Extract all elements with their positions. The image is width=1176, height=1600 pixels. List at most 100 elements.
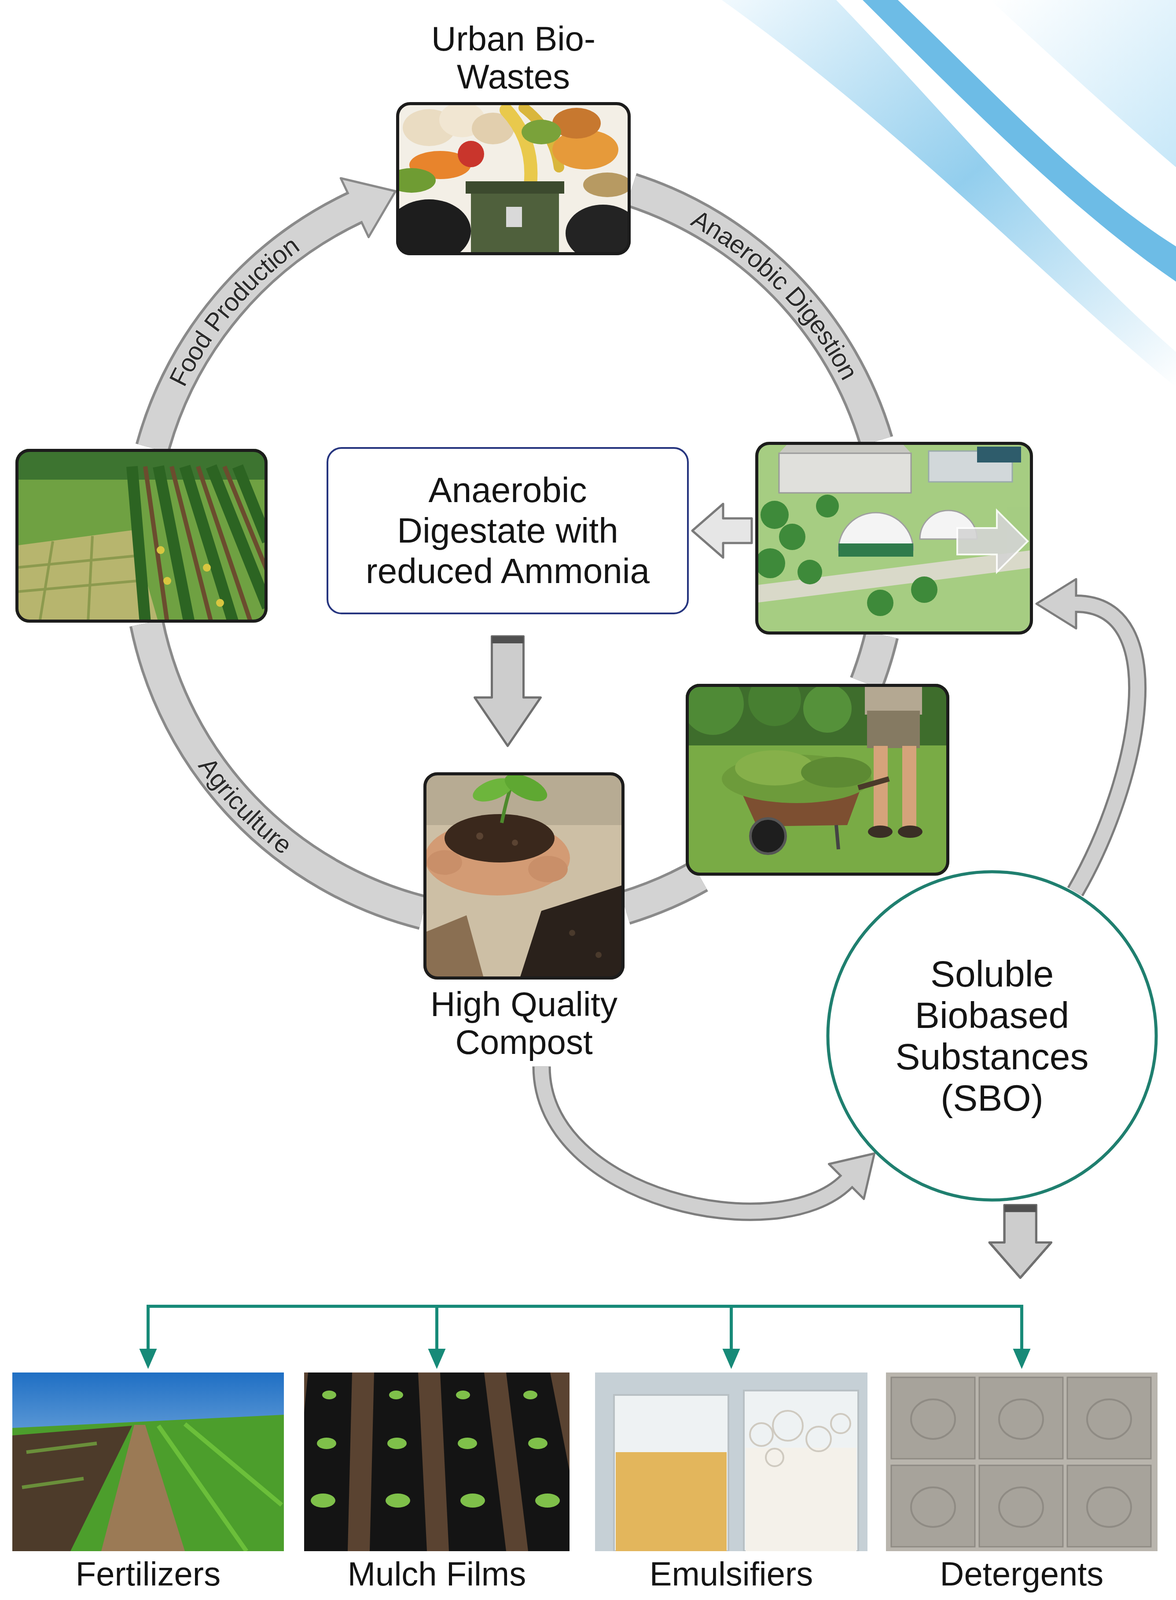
branch-drop (1020, 1306, 1024, 1353)
ring-band-edge (624, 876, 700, 908)
bio-waste-photo-part (583, 172, 631, 198)
garden-waste-photo-part (801, 757, 872, 788)
detergent-test-photo-part (1087, 1487, 1132, 1528)
mulch-film-photo-part (457, 1437, 478, 1450)
compost-photo-part (426, 850, 463, 875)
connector (722, 1205, 1052, 1370)
mulch-film-photo-part (460, 1493, 486, 1508)
image-heading: Urban Bio-Wastes (396, 20, 631, 96)
biogas-plant-illustration-part (779, 523, 806, 551)
ring-band-edge (146, 623, 423, 913)
emulsifier-photo-part (615, 1452, 727, 1552)
corner-swoosh-part (862, 0, 1176, 282)
branch-arrowhead (1013, 1348, 1031, 1370)
mulch-film-photo-part (387, 1437, 407, 1450)
crop-field-photo-part (145, 466, 268, 623)
mulch-film-photo-part (455, 1390, 471, 1400)
photo-area (595, 1372, 868, 1552)
image-box (755, 441, 1033, 635)
ring-band (866, 634, 882, 684)
product-tile: Mulch Films (304, 1372, 570, 1593)
bio-waste-photo-part (465, 181, 565, 194)
curved-arrow (541, 1066, 849, 1213)
garden-waste-photo-part (748, 683, 802, 727)
result-circle: Soluble Biobased Substances (SBO) (825, 869, 1159, 1203)
emulsifier-photo-part (830, 1414, 851, 1434)
bio-waste-photo-part (396, 199, 471, 256)
connector (541, 1066, 875, 1213)
crop-field-photo (15, 448, 268, 623)
detergent-test-photo-part (1087, 1399, 1132, 1440)
biogas-plant-illustration-part (838, 543, 914, 557)
compost-photo-part (595, 951, 602, 959)
connector (428, 1205, 1052, 1370)
garden-waste-photo (685, 683, 950, 876)
biogas-plant-illustration-part (957, 510, 1028, 573)
connector (139, 1205, 1052, 1370)
block-arrow-cap (1004, 1205, 1037, 1213)
product-tile: Fertilizers (12, 1372, 284, 1593)
image-node: Urban Bio-Wastes (396, 20, 631, 256)
emulsifier-photo-part (749, 1423, 773, 1447)
mulch-film-photo-part (535, 1493, 560, 1508)
connector (631, 190, 877, 442)
mulch-film-photo-part (523, 1390, 538, 1400)
compost-photo (423, 772, 625, 980)
garden-waste-photo-part (897, 825, 923, 838)
image-box (15, 448, 268, 623)
connector (624, 876, 700, 908)
product-caption: Mulch Films (304, 1555, 570, 1593)
branch-line (731, 1304, 1021, 1309)
biogas-plant-illustration-part (867, 589, 894, 617)
crop-field-photo-part (202, 563, 211, 572)
mulch-film-photo-part (528, 1437, 548, 1450)
detergent-test-photo-part (999, 1399, 1044, 1440)
emulsifier-photo-part (743, 1390, 859, 1552)
arc-label-holder: Anaerobic Digestion (676, 195, 874, 397)
compost-photo-part (476, 832, 484, 840)
bio-waste-photo-part (565, 204, 631, 256)
garden-waste-photo-part (685, 683, 744, 735)
detergent-test-photo-part (999, 1487, 1044, 1528)
bio-waste-photo (396, 102, 631, 256)
block-arrow (989, 1205, 1052, 1279)
product-tile: Detergents (885, 1372, 1158, 1593)
corner-swoosh (721, 0, 1176, 388)
detergent-test-photo-part (1067, 1377, 1151, 1459)
garden-waste-photo-part (867, 825, 893, 838)
compost-photo-part (528, 856, 568, 883)
biogas-plant-illustration-part (977, 446, 1022, 463)
emulsifier-photo-part (772, 1411, 803, 1441)
arc-label: Anaerobic Digestion (676, 195, 874, 397)
block-arrow (989, 1205, 1052, 1279)
emulsifier-photo-part (765, 1448, 784, 1467)
fertilizer-photo-part (158, 1424, 282, 1552)
ring-band-edge (866, 634, 882, 684)
mulch-film-photo-part (440, 1372, 507, 1552)
mulch-film-photo-part (322, 1390, 337, 1400)
ring-band (631, 190, 877, 442)
compost-photo-part (569, 929, 576, 937)
connector (692, 503, 752, 558)
connector (474, 636, 541, 747)
compost-photo-part (500, 772, 552, 808)
crop-field-photo-part (132, 466, 268, 623)
curved-arrowhead (1036, 579, 1077, 629)
branch-line (148, 1304, 1021, 1309)
arc-label-holder: Agriculture (184, 742, 309, 870)
ring-band (152, 206, 357, 449)
biogas-plant-illustration-part (755, 441, 1033, 635)
biogas-plant-illustration-part (755, 548, 786, 579)
connector (1036, 579, 1138, 893)
garden-waste-photo-part (864, 683, 923, 715)
branch-drop (435, 1306, 439, 1353)
mulch-film-photo-part (506, 1372, 570, 1552)
mulch-film-photo-part (304, 1372, 353, 1552)
branch-drop (729, 1306, 733, 1353)
image-heading: High Quality Compost (423, 985, 625, 1062)
block-arrow-cap (492, 636, 524, 644)
biogas-plant-illustration-part (779, 453, 912, 493)
detergent-test-photo-part (911, 1487, 956, 1528)
